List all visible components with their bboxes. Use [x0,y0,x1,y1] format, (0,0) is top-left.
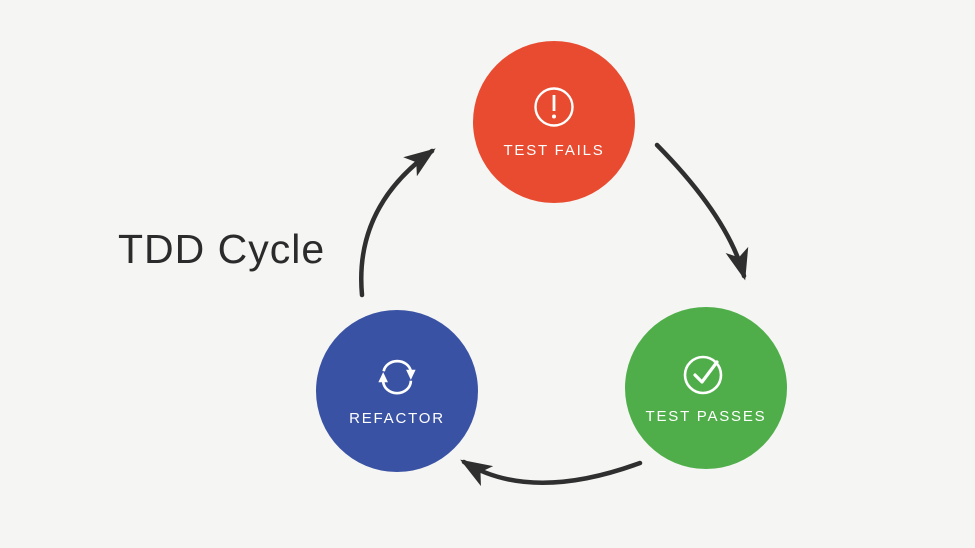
node-test-fails: TEST FAILS [473,41,635,203]
arrow-test-fails-to-test-passes [654,142,749,281]
node-test-passes-label: TEST PASSES [645,408,767,425]
node-refactor: REFACTOR [316,310,478,472]
arrow-test-passes-to-refactor [460,459,643,487]
diagram-title: TDD Cycle [118,226,326,272]
node-test-fails-label: TEST FAILS [503,142,605,159]
arrow-refactor-to-test-fails [359,148,436,298]
node-refactor-label: REFACTOR [349,410,445,427]
check-circle-icon [683,355,723,395]
alert-circle-icon [534,87,574,127]
sync-icon [378,359,416,395]
node-test-passes: TEST PASSES [625,307,787,469]
